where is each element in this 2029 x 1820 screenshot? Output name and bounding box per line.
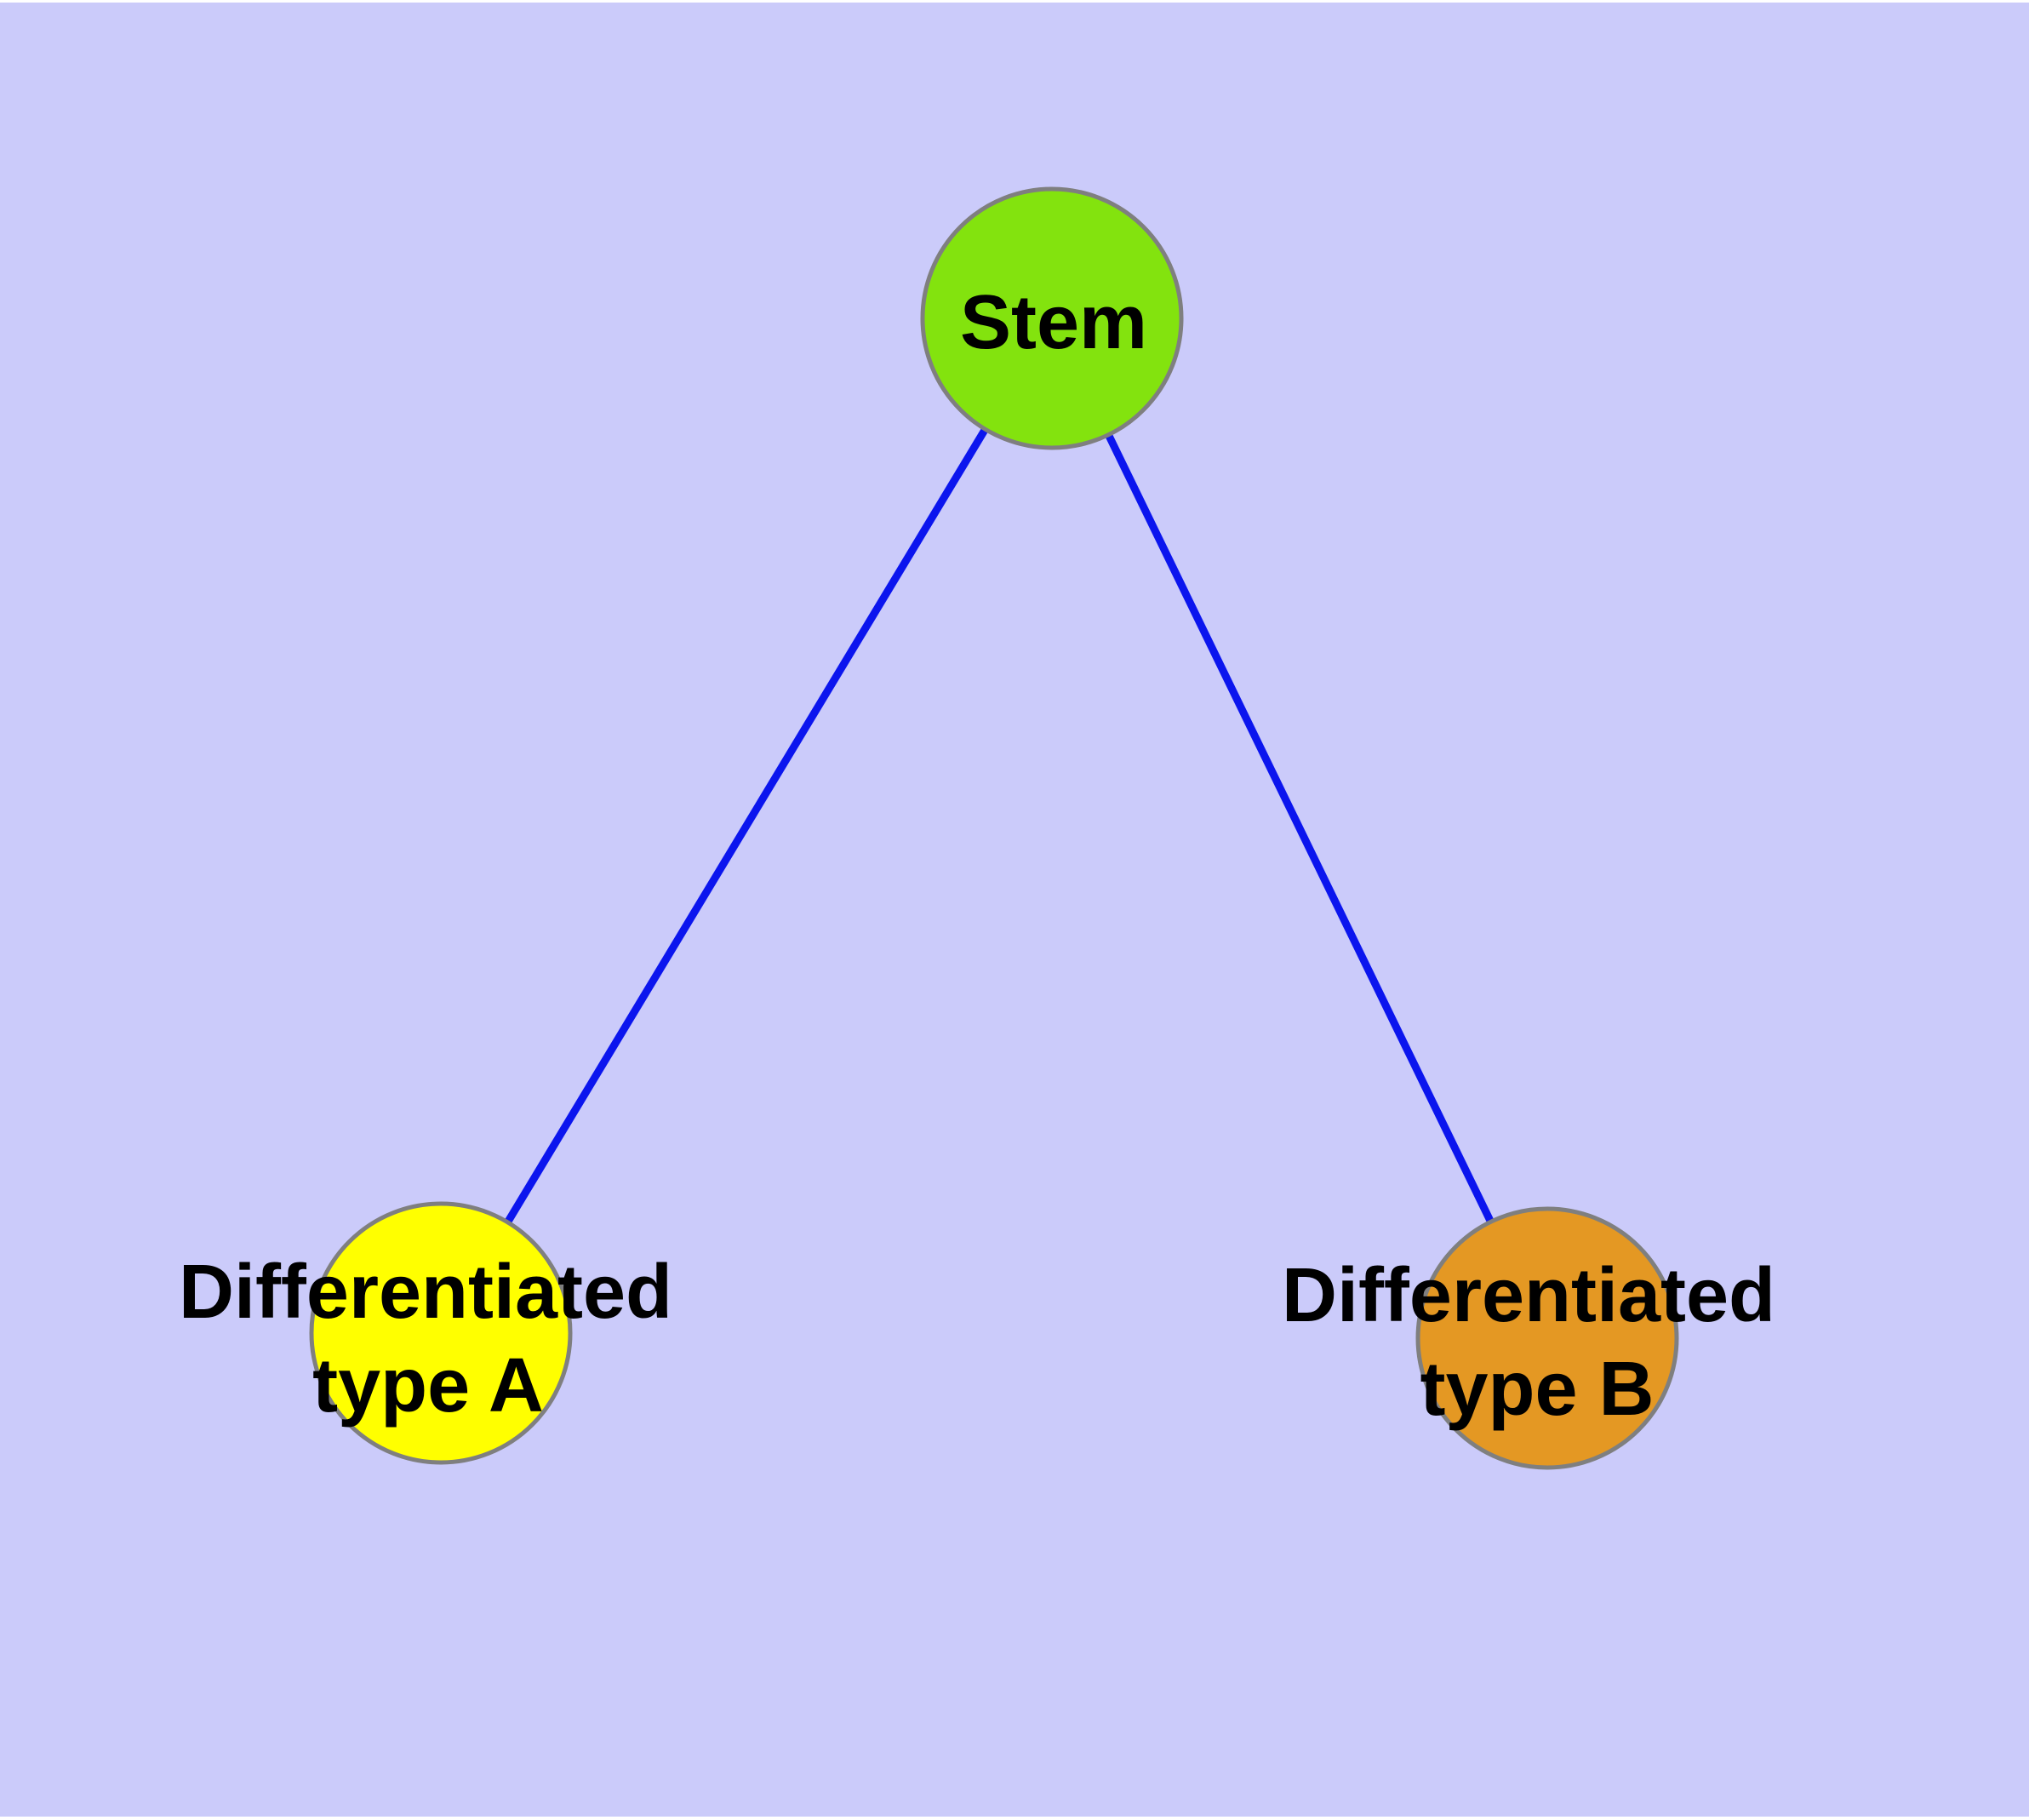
node-type-a-circle [309,1201,573,1465]
node-differentiated-type-a [309,1201,573,1465]
node-type-a-label-line1: Differentiated [179,1250,672,1335]
node-stem [920,186,1184,450]
node-type-a-label-line2: type A [312,1343,544,1428]
edge-stem-to-type-a [437,316,1055,1336]
node-type-b-label-line2: type B [1420,1347,1654,1432]
node-stem-label: Stem [960,280,1147,365]
node-type-b-circle [1415,1206,1679,1470]
edge-stem-to-type-b [1048,317,1552,1340]
node-differentiated-type-b [1415,1206,1679,1470]
edge-group [437,316,1552,1340]
node-type-b-label-line1: Differentiated [1282,1253,1775,1338]
node-stem-circle [920,186,1184,450]
